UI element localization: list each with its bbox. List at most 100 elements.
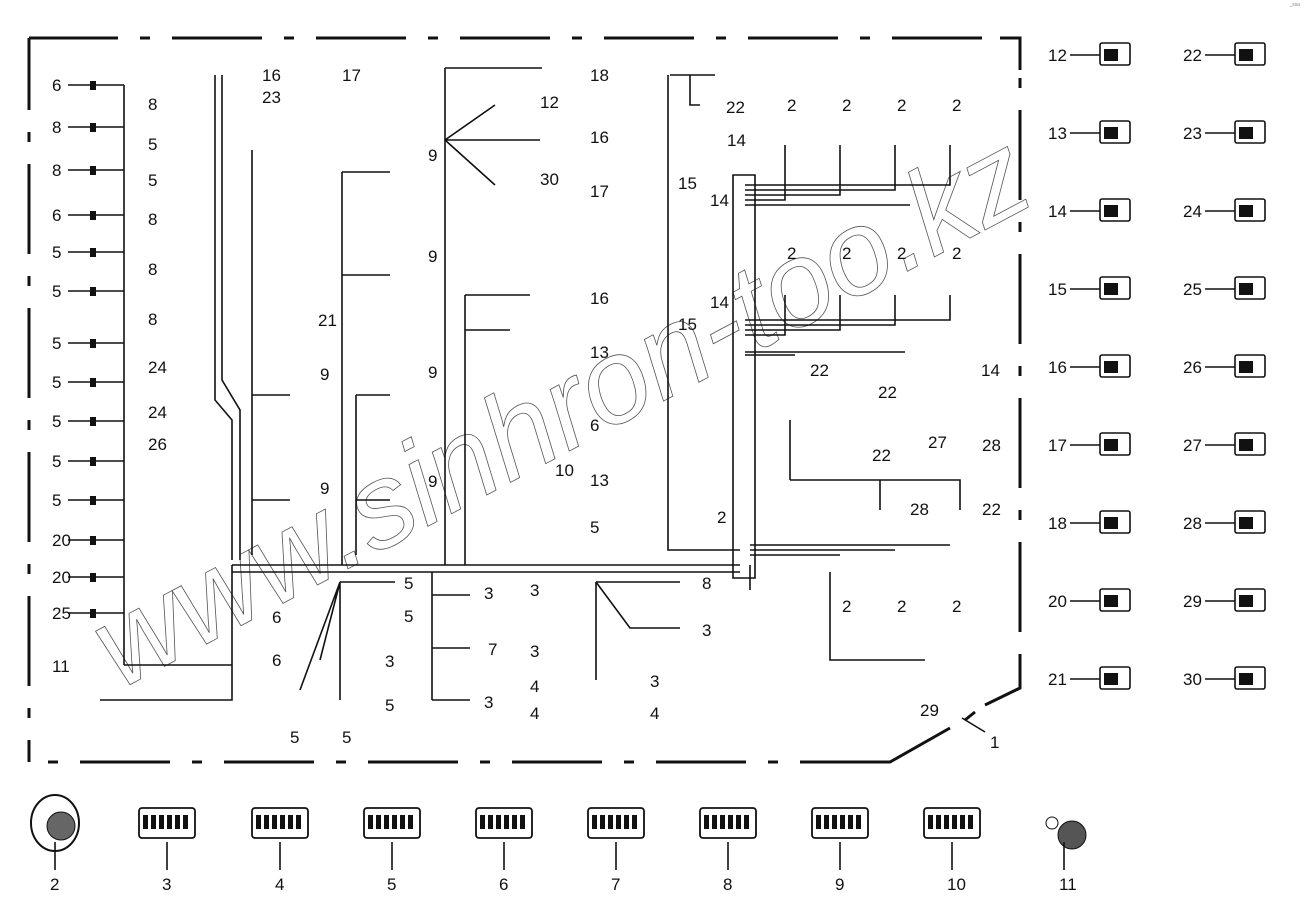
callout-bottom-left: 5 [290, 728, 299, 747]
callout-right-sensor-group: 22 [872, 446, 891, 465]
callout-top-center: 22 [726, 98, 745, 117]
callout-right-sensor-group: 22 [982, 500, 1001, 519]
legend-label: 13 [1048, 124, 1067, 143]
callout-left-column: 6 [52, 206, 61, 225]
legend-label: 2 [50, 875, 59, 894]
callout-right-sensor-group: 28 [910, 500, 929, 519]
connector-12pin-icon [699, 807, 757, 839]
callout-left-column: 8 [52, 118, 61, 137]
connector-mark [90, 123, 96, 132]
ring-terminal-icon [1234, 120, 1266, 144]
legend-item-13: 13 [1048, 120, 1131, 144]
callout-second-column: 8 [148, 95, 157, 114]
callout-bottom-left: 5 [404, 607, 413, 626]
callout-ecu-branch: 9 [428, 247, 437, 266]
legend-item-24: 24 [1183, 198, 1266, 222]
legend-label: 8 [723, 875, 732, 894]
legend-item-14: 14 [1048, 198, 1131, 222]
callout-ecu-branch: 9 [428, 472, 437, 491]
callout-bottom-left: 6 [272, 608, 281, 627]
legend-item-6: 6 [475, 807, 533, 894]
legend-label: 3 [162, 875, 171, 894]
legend-label: 24 [1183, 202, 1202, 221]
watermark: www.sinhron-too.kz [69, 106, 1051, 713]
legend-label: 20 [1048, 592, 1067, 611]
callout-second-column: 21 [318, 311, 337, 330]
connector-mark [90, 536, 96, 545]
callout-left-column: 20 [52, 531, 71, 550]
legend-item-30: 30 [1183, 666, 1266, 690]
legend-item-4: 4 [251, 807, 309, 894]
legend-label: 15 [1048, 280, 1067, 299]
legend-label: 30 [1183, 670, 1202, 689]
legend-item-11: 11 [1045, 816, 1087, 894]
callout-left-column: 5 [52, 491, 61, 510]
legend-item-7: 7 [587, 807, 645, 894]
callout-right-sensor-group: 22 [878, 383, 897, 402]
callout-left-column: 5 [52, 452, 61, 471]
legend-label: 14 [1048, 202, 1067, 221]
callout-bottom-left: 3 [484, 584, 493, 603]
callout-right-sensor-group: 14 [981, 361, 1000, 380]
callout-bottom-left: 6 [272, 651, 281, 670]
harness-frame [27, 36, 1022, 764]
callout-bottom-left: 3 [385, 652, 394, 671]
legend-label: 17 [1048, 436, 1067, 455]
callout-left-column: 11 [52, 657, 70, 676]
sensor-connector-icon [1234, 510, 1266, 534]
connector-mark [90, 378, 96, 387]
legend-item-15: 15 [1048, 276, 1131, 300]
legend-item-18: 18 [1048, 510, 1131, 534]
callout-left-column: 5 [52, 334, 61, 353]
connector-4pin-sealed-icon [1234, 276, 1266, 300]
module-connector-icon [1234, 666, 1266, 690]
callout-right-sensor-group: 27 [928, 433, 947, 452]
legend-label: 26 [1183, 358, 1202, 377]
legend-label: 9 [835, 875, 844, 894]
callout-bottom-left: 5 [404, 574, 413, 593]
connector-mark [90, 339, 96, 348]
connector-2pin-sealed-icon [1234, 42, 1266, 66]
inline-connector-icon [1234, 432, 1266, 456]
legend-item-25: 25 [1183, 276, 1266, 300]
legend-item-27: 27 [1183, 432, 1266, 456]
legend-label: 5 [387, 875, 396, 894]
callout-bottom-right: 29 [920, 701, 939, 720]
connector-mark [90, 573, 96, 582]
callout-top-center: 5 [590, 518, 599, 537]
legend-item-23: 23 [1183, 120, 1266, 144]
callout-second-column: 5 [148, 135, 157, 154]
callout-second-column: 5 [148, 171, 157, 190]
callout-top-center: 14 [727, 131, 746, 150]
callout-top-center: 2 [717, 508, 726, 527]
callout-top-center: 6 [590, 416, 599, 435]
legend-label: 11 [1059, 875, 1077, 894]
callout-right-bottom-row: 2 [842, 597, 851, 616]
spade-terminal-icon [1099, 198, 1131, 222]
legend-item-26: 26 [1183, 354, 1266, 378]
callout-second-column: 26 [148, 435, 167, 454]
circular-connector-icon [30, 794, 80, 852]
legend-item-21: 21 [1048, 666, 1131, 690]
connector-mark [90, 457, 96, 466]
callout-bottom-center: 4 [530, 677, 539, 696]
ecu-connector-open-icon [923, 807, 981, 839]
callout-left-column: 8 [52, 161, 61, 180]
callout-bottom-center: 4 [530, 704, 539, 723]
callout-top-center: 12 [540, 93, 559, 112]
callout-bottom-center: 3 [530, 642, 539, 661]
legend-item-2: 2 [30, 794, 80, 894]
legend-label: 7 [611, 875, 620, 894]
callout-top-center: 18 [590, 66, 609, 85]
connector-mark [90, 496, 96, 505]
callout-right-bottom-row: 2 [897, 597, 906, 616]
legend-label: 18 [1048, 514, 1067, 533]
callout-left-column: 5 [52, 373, 61, 392]
legend-label: 21 [1048, 670, 1067, 689]
callout-bottom-left: 5 [342, 728, 351, 747]
callout-left-column: 20 [52, 568, 71, 587]
connector-8pin-icon [1099, 120, 1131, 144]
callout-second-column: 8 [148, 260, 157, 279]
